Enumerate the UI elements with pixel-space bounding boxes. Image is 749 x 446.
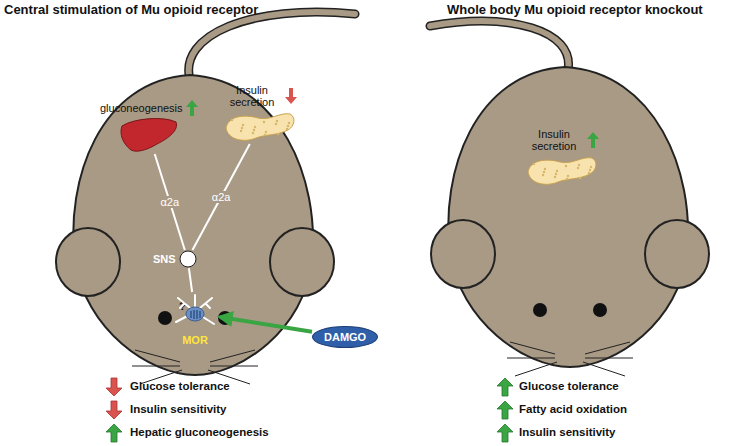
- text-row: gluconeogenesis: [100, 100, 198, 116]
- panel-title: Whole body Mu opioid receptor knockout: [447, 2, 703, 17]
- edge-label: α2a: [210, 191, 233, 203]
- increase-arrow: [186, 100, 198, 116]
- sns-node: SNS: [153, 250, 197, 268]
- damgo-oval: DAMGO: [312, 326, 378, 348]
- node-text: DAMGO: [324, 331, 366, 343]
- node-text: SNS: [153, 253, 176, 265]
- node-text: gluconeogenesis: [100, 102, 183, 114]
- connector: [220, 317, 312, 332]
- effect-item: Insulin sensitivity: [130, 403, 227, 415]
- edge-label: α2a: [158, 196, 181, 208]
- node-text: Insulin secretion: [524, 128, 584, 152]
- effect-item: Insulin sensitivity: [519, 426, 616, 438]
- effect-item: Glucose tolerance: [130, 380, 230, 392]
- down-arrow: [106, 378, 122, 419]
- ganglion-circle: [179, 250, 197, 268]
- node-text: MOR: [182, 334, 208, 346]
- pancreas-node: Insulin secretion: [222, 84, 297, 144]
- decrease-arrow: [285, 88, 297, 104]
- mouse-left: [56, 75, 334, 384]
- effect-item: Hepatic gluconeogenesis: [130, 426, 269, 438]
- up-arrow: [106, 378, 513, 442]
- panel-title: Central stimulation of Mu opioid recepto…: [4, 2, 258, 17]
- pancreas-node: Insulin secretion: [524, 128, 599, 188]
- liver-organ: [119, 116, 179, 154]
- connector: [189, 268, 192, 292]
- connector: [192, 144, 249, 250]
- effect-item: Fatty acid oxidation: [519, 403, 627, 415]
- text-row: Insulin secretion: [524, 128, 599, 152]
- pancreas-organ: [224, 108, 296, 144]
- neuron-receptor: [170, 292, 220, 334]
- mouse-right: [431, 67, 709, 376]
- connector: [155, 154, 185, 250]
- mor-node: MOR: [170, 292, 220, 346]
- node-text: Insulin secretion: [222, 84, 282, 108]
- increase-arrow: [587, 132, 599, 148]
- liver-node: gluconeogenesis: [100, 100, 198, 154]
- effect-item: Glucose tolerance: [519, 380, 619, 392]
- pancreas-organ: [526, 152, 598, 188]
- text-row: Insulin secretion: [222, 84, 297, 108]
